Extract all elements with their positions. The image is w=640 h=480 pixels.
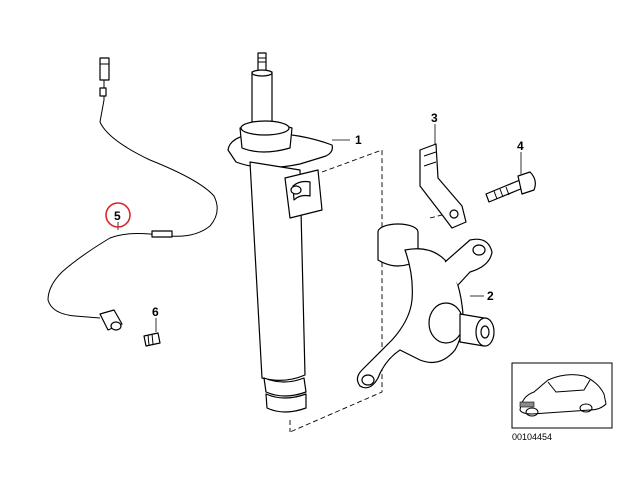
callout-bolt: 4 — [517, 139, 524, 153]
callout-knuckle: 2 — [487, 289, 494, 303]
vehicle-inset — [511, 362, 613, 429]
screw — [143, 318, 161, 347]
strut-assembly — [227, 52, 383, 433]
inset-code: 00104454 — [512, 432, 552, 442]
mounting-bracket — [419, 124, 467, 229]
callout-strut: 1 — [355, 133, 362, 147]
hex-bolt — [485, 152, 536, 203]
steering-knuckle — [356, 213, 495, 389]
callout-sensor: 5 — [114, 209, 121, 223]
callout-screw: 6 — [152, 305, 159, 319]
callout-bracket: 3 — [431, 111, 438, 125]
wheel-speed-sensor — [47, 57, 218, 331]
sensor-highlight-circle — [105, 202, 131, 228]
